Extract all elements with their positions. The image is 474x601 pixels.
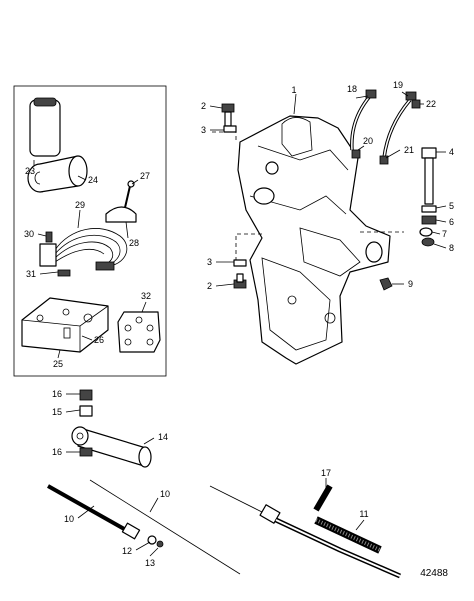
callout-19: 19 [393, 80, 403, 90]
nut-9 [379, 277, 393, 291]
lower-nut-plate [233, 259, 247, 267]
callout-13: 13 [145, 558, 155, 568]
fitting-16-lower [79, 447, 93, 457]
callout-31: 31 [26, 269, 36, 279]
callout-27: 27 [140, 171, 150, 181]
callout-16-lower: 16 [52, 447, 62, 457]
callout-3-upper: 3 [201, 125, 206, 135]
fitting-20 [351, 149, 361, 159]
callout-24: 24 [88, 175, 98, 185]
callout-8: 8 [449, 243, 454, 253]
callout-17: 17 [321, 468, 331, 478]
callout-14: 14 [158, 432, 168, 442]
callout-6: 6 [449, 217, 454, 227]
callout-12: 12 [122, 546, 132, 556]
harness-clamp [105, 206, 137, 223]
pin-17 [313, 484, 333, 512]
fitting-22 [411, 99, 421, 109]
fitting-16-upper [79, 389, 93, 401]
fitting-block [117, 311, 161, 353]
callout-23: 23 [25, 166, 35, 176]
callout-25: 25 [53, 359, 63, 369]
steering-cylinder [71, 426, 152, 468]
upper-screw [221, 103, 235, 127]
callout-28: 28 [129, 238, 139, 248]
phantom-line-lower [235, 233, 262, 264]
callout-21: 21 [404, 145, 414, 155]
callout-29: 29 [75, 200, 85, 210]
lower-screw [233, 273, 247, 289]
callout-7: 7 [442, 229, 447, 239]
drawing-number: 42488 [420, 568, 448, 579]
protective-tube [314, 516, 382, 554]
washer-7 [419, 227, 433, 237]
callout-26: 26 [94, 335, 104, 345]
pump-filter-canister [29, 97, 61, 157]
filter-element [27, 155, 88, 193]
terminal-lug [57, 269, 71, 277]
callout-16-upper: 16 [52, 389, 62, 399]
wire-harness [39, 228, 128, 271]
steering-cable-left [47, 479, 241, 575]
callout-1: 1 [291, 85, 296, 95]
washer-5 [421, 205, 437, 213]
callout-22: 22 [426, 99, 436, 109]
pivot-bolt [421, 147, 437, 205]
hose-18 [350, 89, 377, 151]
callout-20: 20 [363, 136, 373, 146]
valve-block [21, 297, 109, 353]
phantom-line-upper [212, 131, 237, 140]
bushing-6 [421, 215, 437, 225]
callout-30: 30 [24, 229, 34, 239]
nut-8 [421, 237, 435, 247]
washer-13 [156, 540, 164, 548]
callout-18: 18 [347, 84, 357, 94]
leader-lines [33, 91, 447, 557]
callout-5: 5 [449, 201, 454, 211]
callout-15: 15 [52, 407, 62, 417]
hose-19 [382, 91, 417, 159]
upper-nut-plate [223, 125, 237, 133]
kit-inset-frame [13, 85, 167, 377]
steering-cable-right [209, 485, 401, 579]
transom-bracket [237, 115, 391, 365]
callout-10-upper: 10 [160, 489, 170, 499]
callout-32: 32 [141, 291, 151, 301]
callout-9: 9 [408, 279, 413, 289]
callout-2-lower: 2 [207, 281, 212, 291]
terminal-connector [45, 231, 53, 243]
fitting-21 [379, 155, 389, 165]
callout-3-lower: 3 [207, 257, 212, 267]
callout-4: 4 [449, 147, 454, 157]
callout-11: 11 [359, 509, 368, 519]
callout-2-upper: 2 [201, 101, 206, 111]
fitting-15 [79, 405, 93, 417]
callout-10-lower: 10 [64, 514, 74, 524]
